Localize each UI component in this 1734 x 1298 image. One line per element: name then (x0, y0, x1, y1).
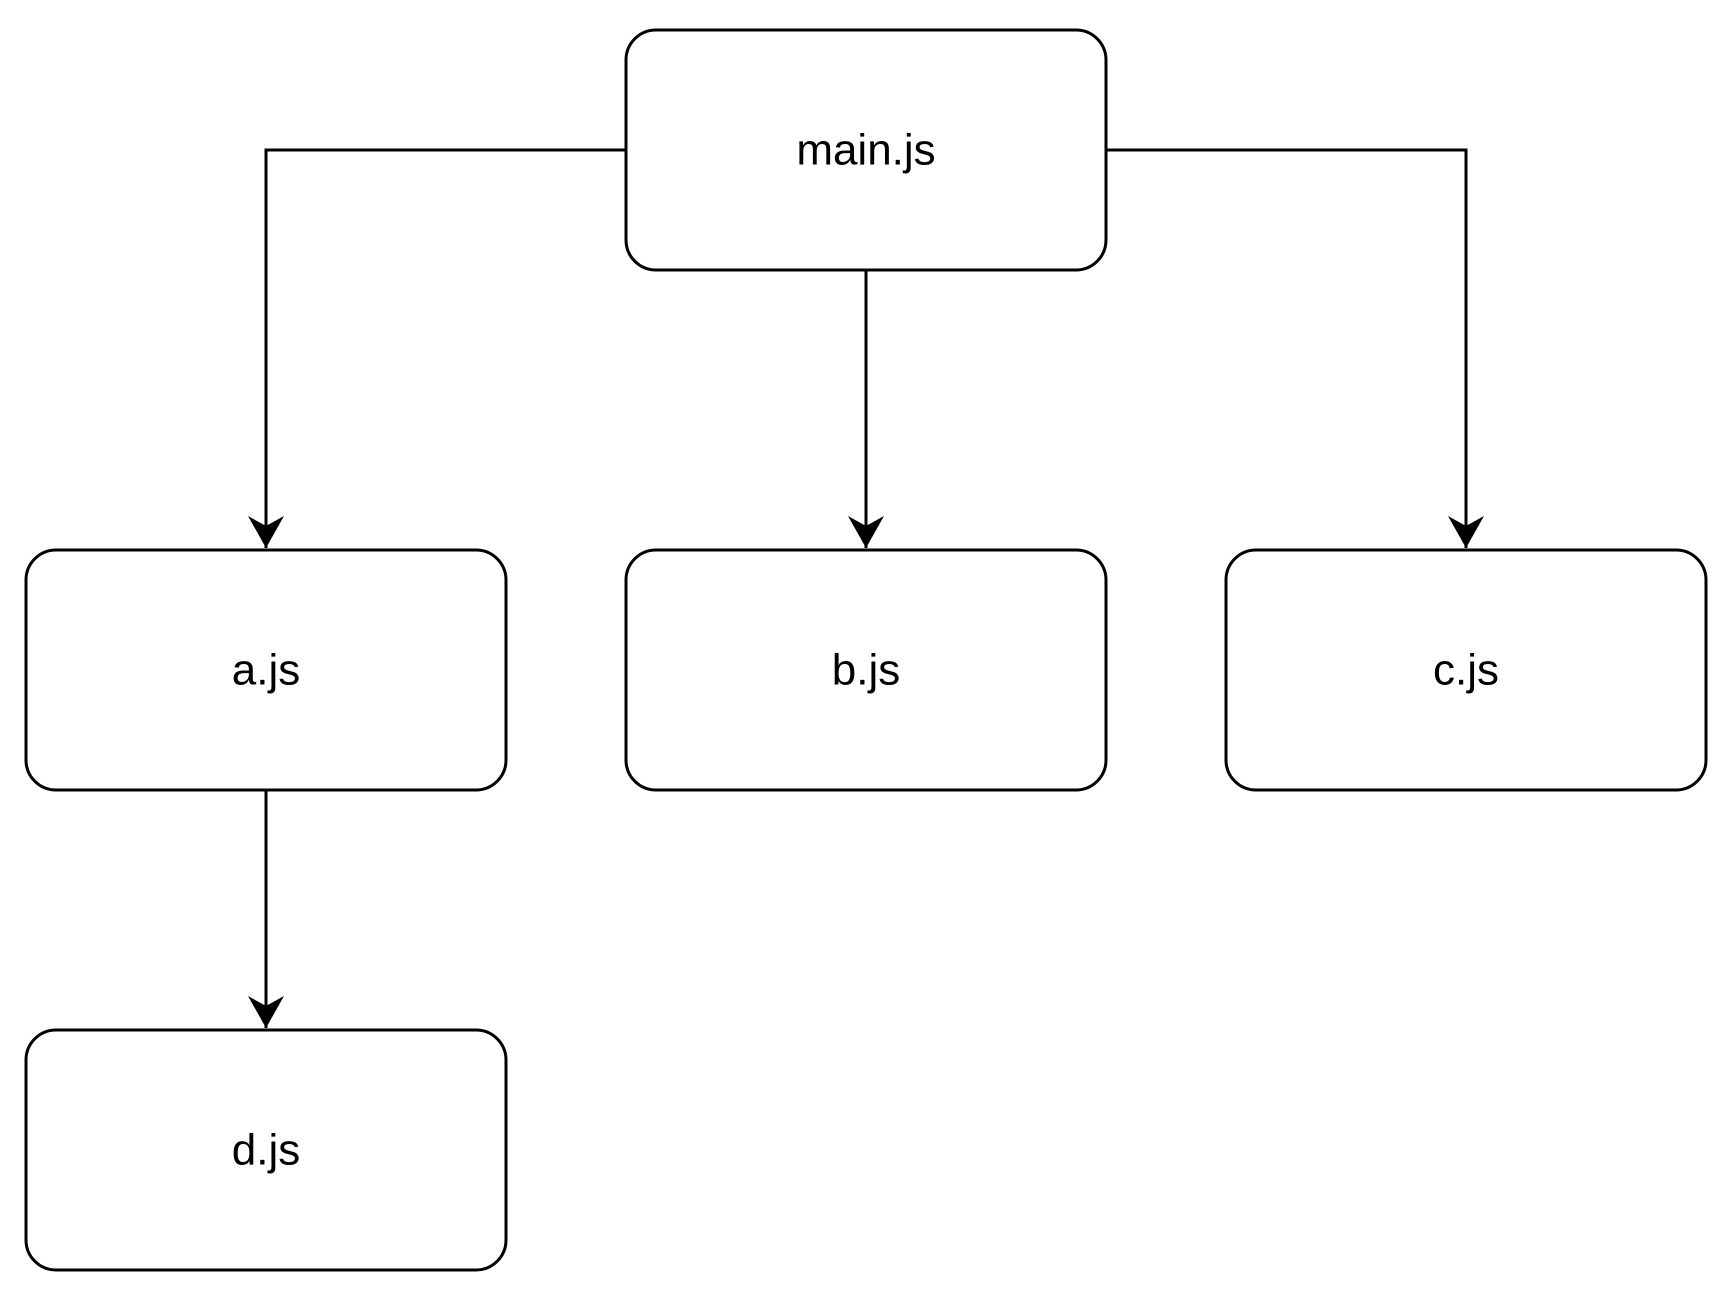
node-b[interactable]: b.js (624, 548, 1108, 792)
node-b-box (624, 548, 1108, 792)
node-b-label: b.js (832, 646, 900, 695)
node-main-box (624, 28, 1108, 272)
arrowhead-main-to-b (848, 516, 884, 548)
arrowhead-main-to-c (1448, 516, 1484, 548)
node-c-label: c.js (1433, 646, 1499, 695)
edge-main-to-c (1106, 148, 1468, 548)
node-main[interactable]: main.js (624, 28, 1108, 272)
node-a-box (24, 548, 508, 792)
arrowhead-a-to-d (248, 996, 284, 1028)
node-c[interactable]: c.js (1224, 548, 1708, 792)
node-d-box (24, 1028, 508, 1272)
arrowhead-main-to-a (248, 516, 284, 548)
node-main-label: main.js (796, 126, 935, 175)
node-d[interactable]: d.js (24, 1028, 508, 1272)
node-d-label: d.js (232, 1126, 300, 1175)
edges (248, 148, 1484, 1028)
node-a-label: a.js (232, 646, 300, 695)
node-c-box (1224, 548, 1708, 792)
edge-main-to-a (264, 148, 626, 548)
node-a[interactable]: a.js (24, 548, 508, 792)
